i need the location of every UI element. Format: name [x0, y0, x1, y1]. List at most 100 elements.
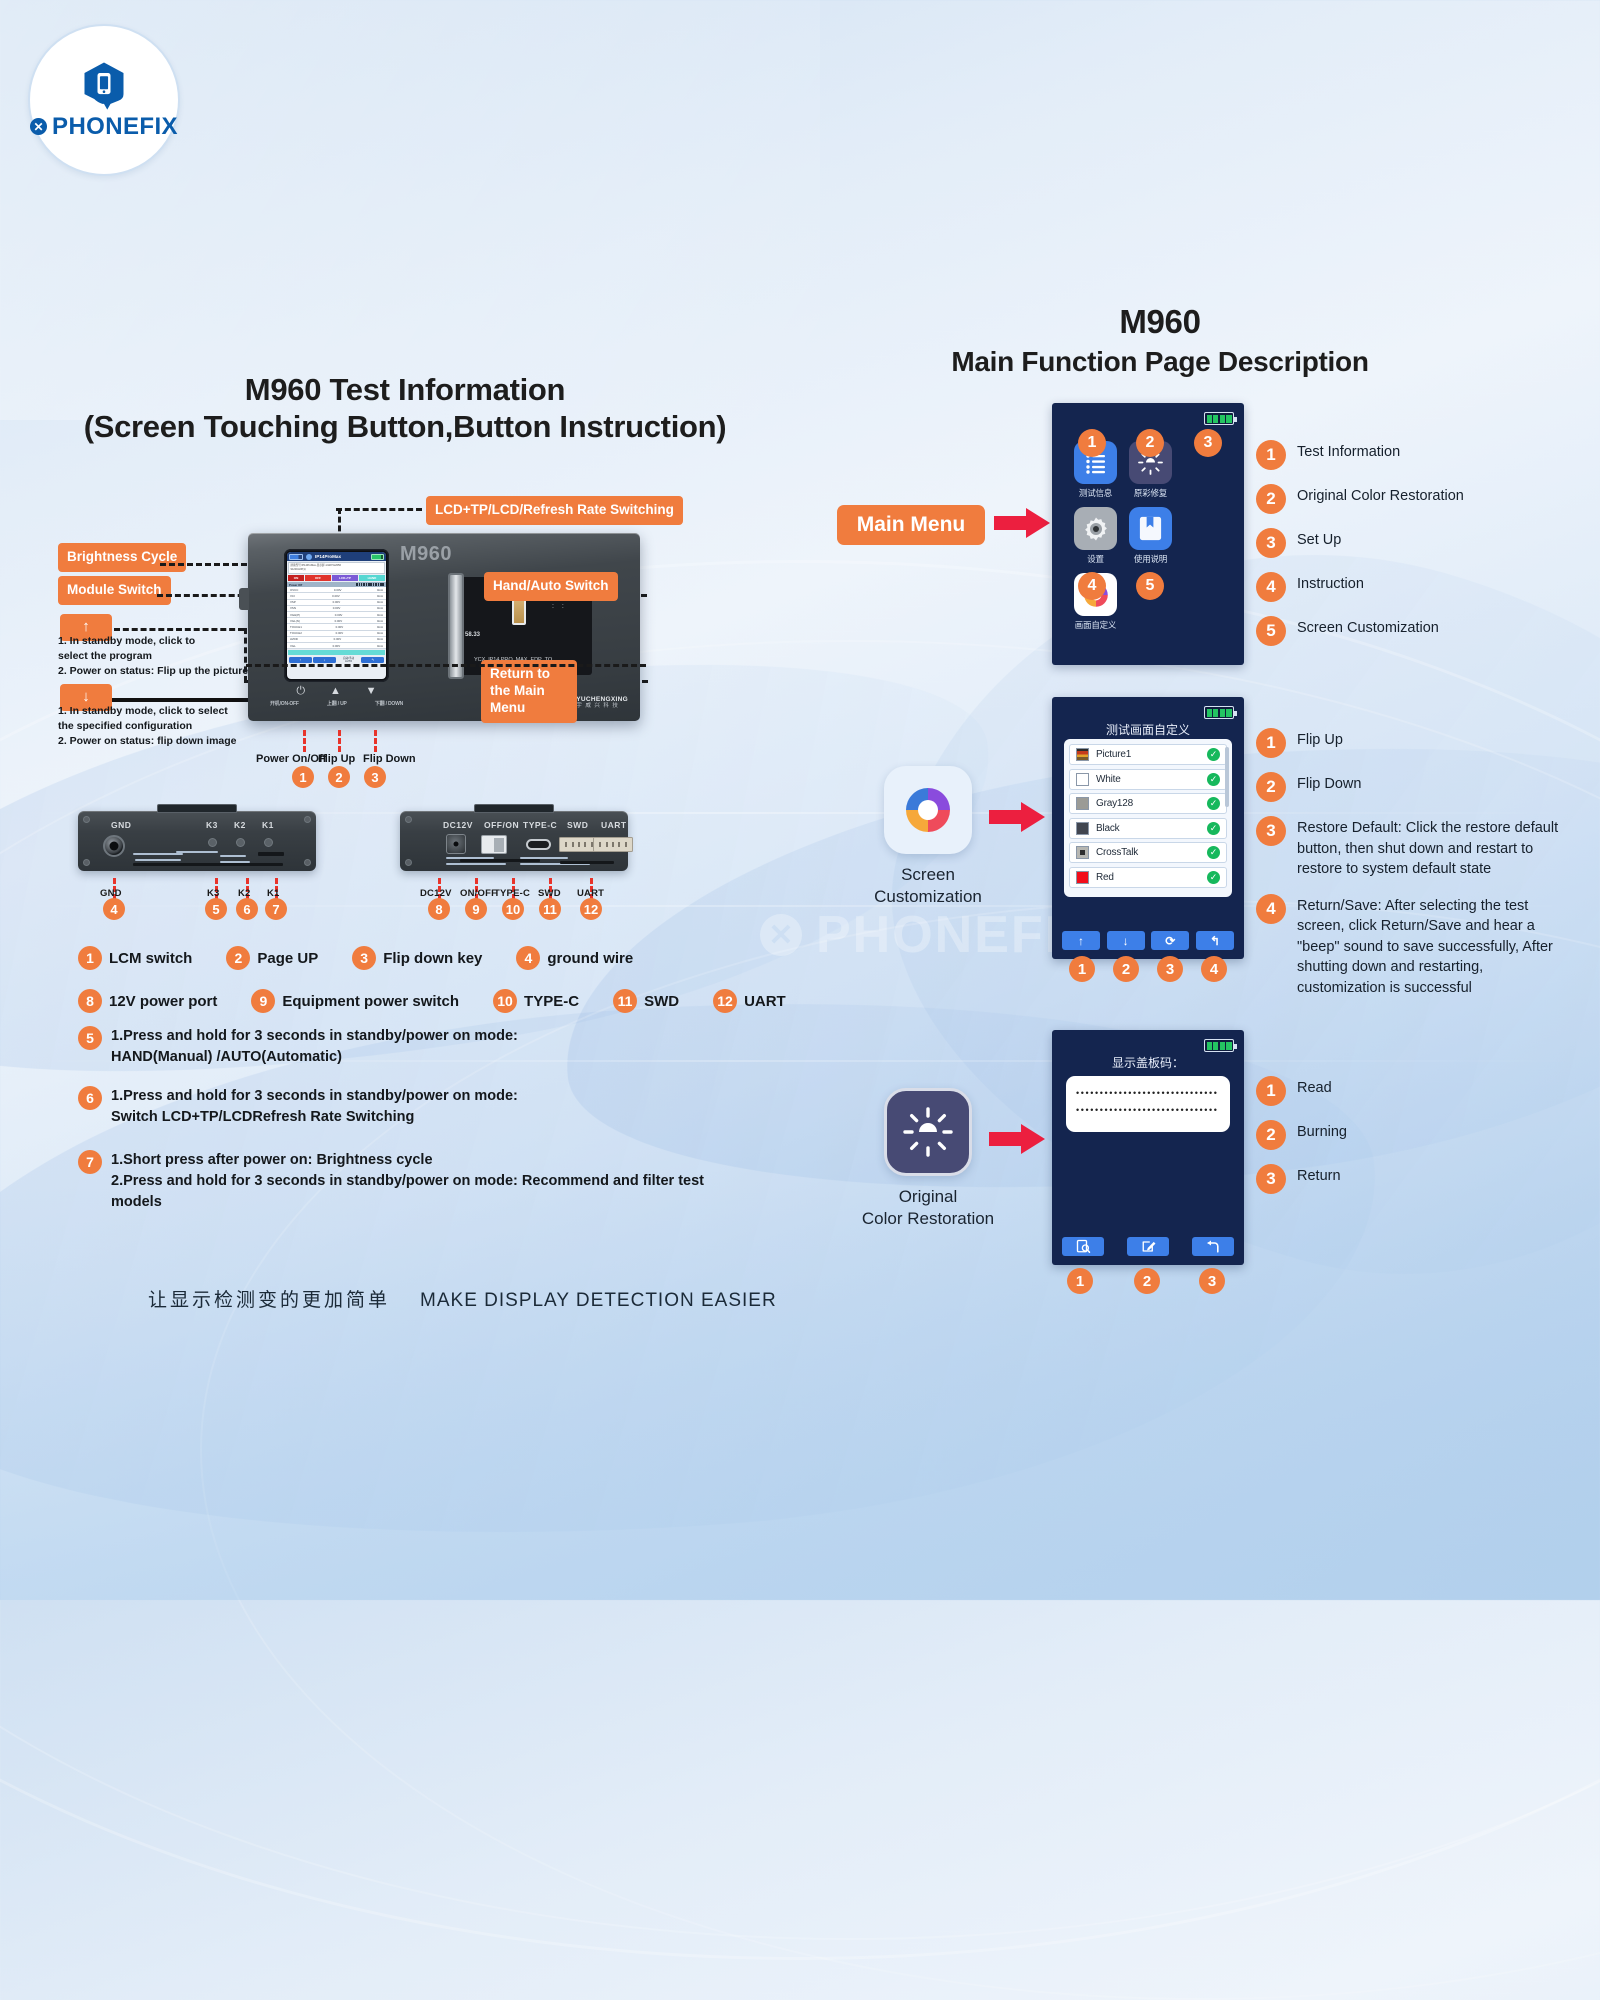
left-panel-title: M960 Test Information (Screen Touching B…: [60, 372, 750, 445]
app-gear[interactable]: 设置: [1074, 507, 1117, 565]
legend-number: 2: [1256, 484, 1286, 514]
lcd-row-voltage: 0.00V: [335, 631, 344, 636]
port-cap-swd: SWD: [567, 820, 589, 830]
down-key-icon[interactable]: ▼: [365, 685, 377, 697]
screen-custom-title: 测试画面自定义: [1105, 723, 1190, 737]
legend-number: 12: [713, 989, 738, 1013]
legend-text: Test Information: [1297, 444, 1401, 460]
color-restoration-screen: 显示盖板码： •••••••••••••••••••••••••••••••••…: [1052, 1030, 1244, 1265]
panel-right-top-slot: [474, 804, 554, 813]
main-menu-legend-1: 1 Test Information: [1256, 440, 1556, 470]
legend-text-line1: 1.Press and hold for 3 seconds in standb…: [111, 1028, 518, 1044]
lcd-btn-return[interactable]: ↰: [361, 656, 384, 663]
legend-text: Burning: [1297, 1124, 1347, 1140]
list-scrollbar[interactable]: [1225, 747, 1229, 807]
color-toolbar-badge-1: 1: [1067, 1268, 1093, 1294]
legend-number: 2: [1256, 772, 1286, 802]
lcd-row-name: VGL: [290, 643, 296, 648]
power-key-icon[interactable]: ⏻: [296, 685, 306, 697]
lcd-row-name: TOUCH1: [290, 625, 302, 629]
color-screen-toolbar: [1062, 1237, 1234, 1256]
lcd-info-line2: 9123CHIP(1): [290, 567, 306, 571]
main-menu-badge-1: 1: [1078, 429, 1106, 457]
legend-label: Equipment power switch: [282, 992, 460, 1010]
port-leader-uart: UART: [577, 888, 605, 899]
legend-text: 1.Press and hold for 3 seconds in standb…: [111, 1086, 518, 1128]
return-save-button[interactable]: ↰: [1195, 931, 1234, 950]
port-num-9: 9: [465, 898, 487, 920]
swatch-icon: [1076, 797, 1089, 810]
gnd-jack-icon: [103, 835, 125, 857]
lcd-status-row: Power Off: [287, 582, 386, 588]
legend-number: 10: [493, 989, 518, 1013]
check-icon[interactable]: ✓: [1207, 821, 1220, 835]
port-num-6: 6: [236, 898, 258, 920]
leader-brightness: [160, 563, 328, 566]
left-title-line1: M960 Test Information: [244, 372, 566, 407]
check-icon[interactable]: ✓: [1207, 772, 1220, 786]
check-icon[interactable]: ✓: [1207, 846, 1220, 859]
panel-left-top-slot: [157, 804, 237, 813]
legend-number: 4: [516, 946, 541, 970]
legend-text: Original Color Restoration: [1297, 488, 1464, 504]
flip-up-button[interactable]: ↑: [1062, 931, 1100, 950]
screen-customization-screen: 测试画面自定义 Picture1✓ White✓ Gray128✓ Black✓ Cro…: [1052, 697, 1244, 959]
legend-text: 1.Short press after power on: Brightness…: [111, 1150, 758, 1213]
callout-down-arrow: ↓: [60, 684, 112, 711]
legend-text: Return/Save: After selecting the test sc…: [1297, 897, 1553, 997]
up-key-icon[interactable]: ▲: [329, 685, 341, 697]
leader-down2-v: [374, 730, 377, 752]
lcd-btn-down[interactable]: ↓: [313, 656, 336, 663]
legend-number: 3: [352, 946, 377, 970]
test-picture-row[interactable]: Red✓: [1069, 866, 1227, 888]
check-icon[interactable]: ✓: [1207, 870, 1220, 884]
color-screen-title: 显示盖板码：: [1111, 1056, 1184, 1070]
callout-brightness-cycle: Brightness Cycle: [58, 543, 187, 572]
legend-number: 2: [1256, 1120, 1286, 1150]
check-icon[interactable]: ✓: [1207, 797, 1220, 810]
leader-power-v: [303, 730, 306, 752]
legend-text: Flip Up: [1297, 732, 1343, 748]
port-num-4: 4: [103, 898, 125, 920]
test-picture-row[interactable]: CrossTalk✓: [1069, 842, 1227, 863]
lcd-btn-up[interactable]: ↑: [289, 656, 312, 663]
edit-icon[interactable]: [1127, 1237, 1169, 1256]
flip-down-button[interactable]: ↓: [1106, 931, 1145, 950]
test-picture-row[interactable]: White✓: [1069, 768, 1227, 790]
read-icon[interactable]: [1062, 1237, 1104, 1256]
lcd-row-name: AVDD: [290, 637, 298, 642]
check-icon[interactable]: ✓: [1207, 748, 1220, 761]
swatch-icon: [1076, 821, 1089, 835]
k3-dot-icon: [208, 838, 217, 847]
restore-default-button[interactable]: ⟳: [1151, 931, 1190, 950]
down-note-line2: the specified configuration: [58, 720, 193, 733]
lcd-button-row: ↑ ↓ 自动/手动 AUTO ↰: [287, 655, 386, 663]
left-title-line2: (Screen Touching Button,Button Instructi…: [83, 408, 727, 444]
legend-number: 4: [1256, 893, 1286, 924]
test-picture-row[interactable]: Black✓: [1069, 817, 1227, 839]
app-caption: 设置: [1087, 554, 1104, 564]
port-cap-dc12v: DC12V: [443, 820, 473, 830]
port-leader-dc12v: DC12V: [420, 888, 452, 899]
callout-hand-auto-switch: Hand/Auto Switch: [484, 572, 618, 601]
lcd-row-current: 0mA: [377, 612, 383, 617]
test-picture-row[interactable]: Picture1✓: [1069, 744, 1227, 765]
app-caption: 画面自定义: [1074, 620, 1117, 630]
power-rocker-icon[interactable]: [481, 835, 507, 854]
phone-hex-icon: [84, 61, 124, 110]
test-picture-row[interactable]: Gray128✓: [1069, 793, 1227, 814]
return-icon[interactable]: [1192, 1237, 1234, 1256]
legend-number: 1: [1256, 728, 1286, 758]
lcd-row-current: 0mA: [377, 594, 383, 599]
cover-code-field[interactable]: ••••••••••••••••••••••••••••••••••••••••…: [1066, 1076, 1230, 1132]
app-book[interactable]: 使用说明: [1129, 507, 1172, 565]
tagline-en: MAKE DISPLAY DETECTION EASIER: [420, 1290, 777, 1311]
badge-main-menu: Main Menu: [837, 505, 985, 545]
legend-number: 1: [1256, 440, 1286, 470]
